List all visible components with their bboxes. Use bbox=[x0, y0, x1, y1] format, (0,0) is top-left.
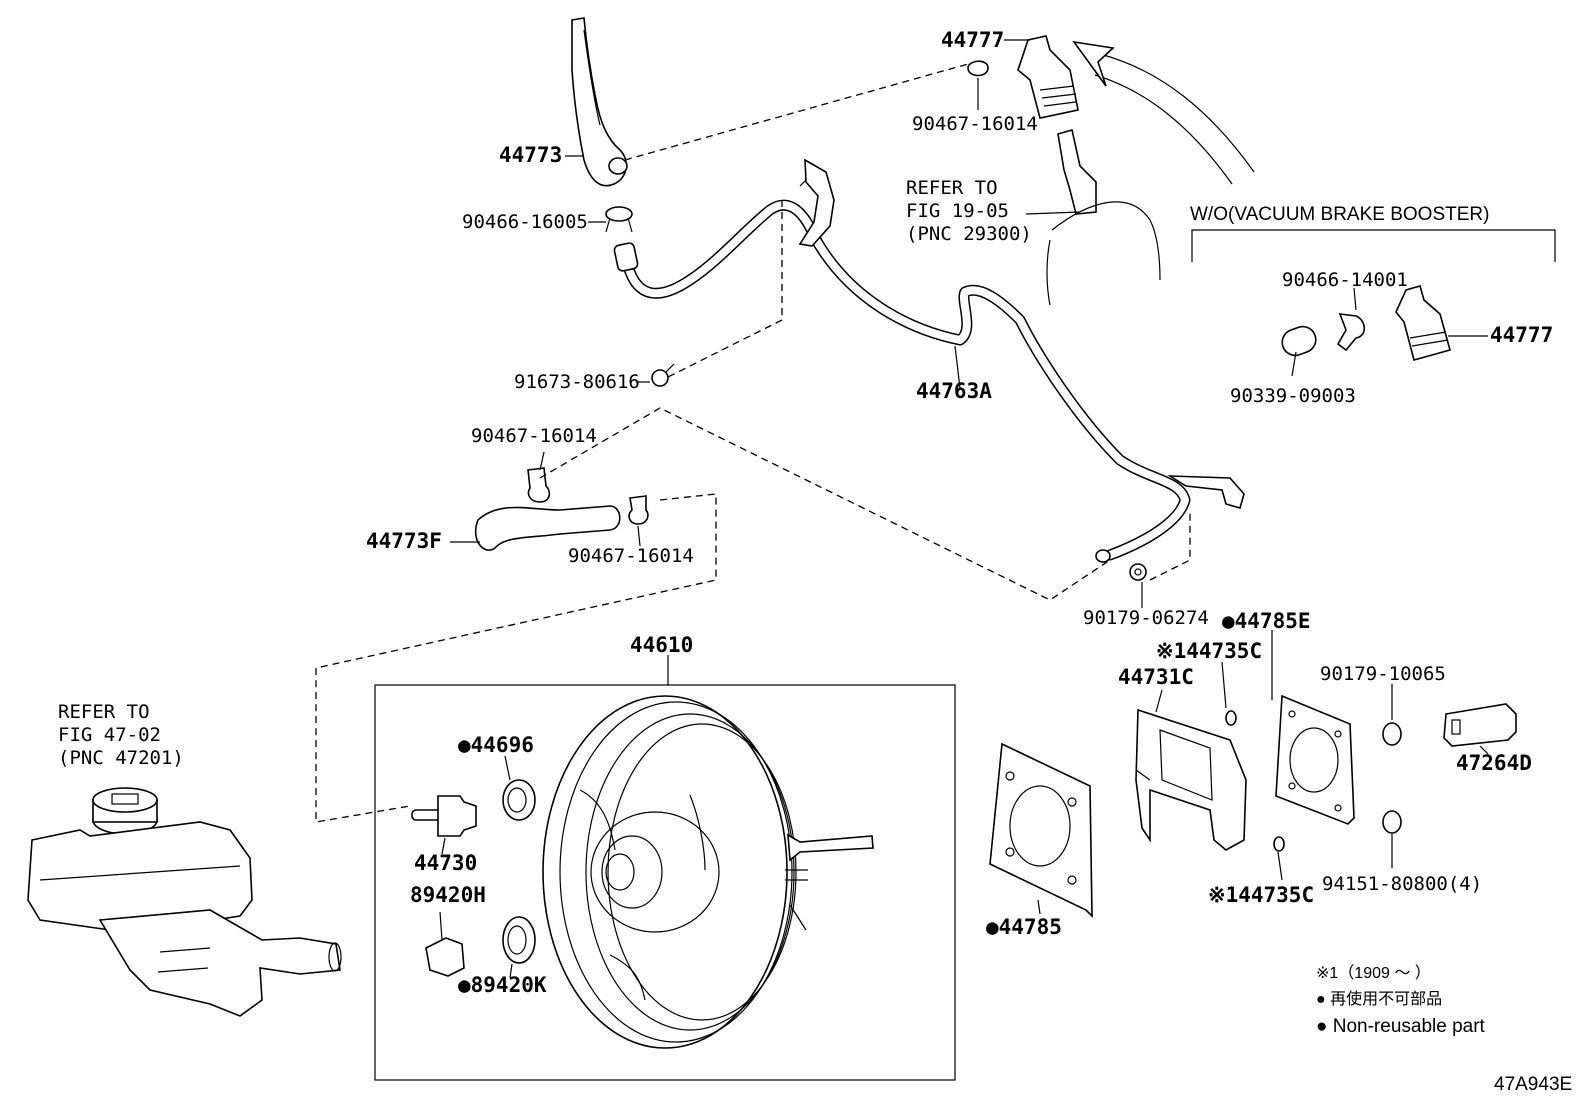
refer-left-line1: REFER TO bbox=[58, 701, 150, 723]
label-44610[interactable]: 44610 bbox=[630, 633, 693, 657]
label-44735C-top[interactable]: ※144735C bbox=[1156, 639, 1262, 663]
hose-90339-09003[interactable] bbox=[1279, 323, 1320, 359]
label-44773F[interactable]: 44773F bbox=[366, 529, 442, 553]
pipe-44763A[interactable] bbox=[613, 199, 1191, 563]
clamp-90467-16014-low[interactable] bbox=[628, 495, 649, 525]
legend: ※1（1909 ～ ） ● 再使用不可部品 ● Non-reusable par… bbox=[1316, 964, 1486, 1037]
dashed-connectors bbox=[315, 63, 1191, 823]
label-44785[interactable]: ●44785 bbox=[986, 915, 1062, 939]
master-cylinder-reservoir bbox=[27, 787, 342, 1017]
nut-90179-10065[interactable] bbox=[1382, 722, 1402, 746]
label-44735C-bottom[interactable]: ※144735C bbox=[1208, 883, 1314, 907]
part-labels: 44777 90467-16014 44773 90466-16005 9167… bbox=[58, 28, 1553, 997]
label-91673-80616[interactable]: 91673-80616 bbox=[514, 371, 640, 393]
nut-90179-06274[interactable] bbox=[1129, 563, 1147, 581]
label-47264D[interactable]: 47264D bbox=[1456, 751, 1532, 775]
variant-header: W/O(VACUUM BRAKE BOOSTER) bbox=[1190, 204, 1489, 225]
direction-arrow bbox=[1072, 40, 1255, 185]
hose-44773[interactable] bbox=[571, 17, 628, 187]
legend-en: ● Non-reusable part bbox=[1316, 1016, 1486, 1037]
clamp-90467-16014-mid[interactable] bbox=[527, 467, 551, 503]
label-44773[interactable]: 44773 bbox=[499, 143, 562, 167]
refer-left-line3: (PNC 47201) bbox=[58, 747, 184, 769]
gasket-44785E[interactable] bbox=[1275, 694, 1355, 825]
bracket-lower bbox=[1167, 475, 1245, 509]
nut-94151-80800[interactable] bbox=[1382, 810, 1402, 834]
label-90467-16014-low[interactable]: 90467-16014 bbox=[568, 545, 694, 567]
label-44731C[interactable]: 44731C bbox=[1118, 665, 1194, 689]
clamp-90466-14001[interactable] bbox=[1336, 313, 1366, 352]
label-90339-09003[interactable]: 90339-09003 bbox=[1230, 385, 1356, 407]
refer-top-line1: REFER TO bbox=[906, 177, 998, 199]
grommet-89420K[interactable] bbox=[502, 916, 536, 964]
clevis-47264D[interactable] bbox=[1443, 703, 1517, 747]
variant-box bbox=[1191, 229, 1556, 361]
leader-lines bbox=[439, 39, 1489, 979]
grommet-44696[interactable] bbox=[502, 779, 536, 821]
label-44763A[interactable]: 44763A bbox=[916, 379, 992, 403]
label-90179-06274[interactable]: 90179-06274 bbox=[1083, 607, 1209, 629]
label-90466-14001[interactable]: 90466-14001 bbox=[1282, 269, 1408, 291]
check-valve-44777-top[interactable] bbox=[967, 35, 1079, 119]
sensor-89420H[interactable] bbox=[425, 937, 465, 977]
label-44777-right[interactable]: 44777 bbox=[1490, 323, 1553, 347]
spacer-44731C[interactable] bbox=[1135, 708, 1247, 851]
hose-44773F[interactable] bbox=[474, 467, 649, 551]
label-94151-80800[interactable]: 94151-80800(4) bbox=[1322, 873, 1482, 895]
label-90467-16014-top[interactable]: 90467-16014 bbox=[912, 113, 1038, 135]
label-90179-10065[interactable]: 90179-10065 bbox=[1320, 663, 1446, 685]
figure-code: 47A943E bbox=[1494, 1074, 1572, 1095]
clip-91673-80616[interactable] bbox=[651, 363, 675, 387]
refer-top-line2[interactable]: FIG 19-05 bbox=[906, 200, 1009, 222]
label-44777-top[interactable]: 44777 bbox=[941, 28, 1004, 52]
legend-jp: ● 再使用不可部品 bbox=[1316, 990, 1442, 1008]
gasket-44785[interactable] bbox=[989, 742, 1093, 918]
label-44730[interactable]: 44730 bbox=[414, 851, 477, 875]
washer-44735C-top[interactable] bbox=[1225, 710, 1237, 726]
label-90467-16014-mid[interactable]: 90467-16014 bbox=[471, 425, 597, 447]
label-44785E[interactable]: ●44785E bbox=[1222, 609, 1311, 633]
brake-booster-44610[interactable] bbox=[542, 695, 874, 1049]
check-valve-44730[interactable] bbox=[411, 795, 477, 837]
label-89420K[interactable]: ●89420K bbox=[458, 973, 547, 997]
refer-left-line2[interactable]: FIG 47-02 bbox=[58, 724, 161, 746]
bracket-upper bbox=[798, 158, 835, 247]
washer-44735C-bottom[interactable] bbox=[1273, 836, 1285, 852]
clamp-90466-16005[interactable] bbox=[605, 206, 633, 233]
booster-group-box bbox=[374, 684, 956, 1081]
check-valve-44777-right[interactable] bbox=[1395, 285, 1451, 361]
label-90466-16005[interactable]: 90466-16005 bbox=[462, 211, 588, 233]
label-44696[interactable]: ●44696 bbox=[458, 733, 534, 757]
legend-note1: ※1（1909 ～ ） bbox=[1316, 964, 1431, 982]
refer-top-line3: (PNC 29300) bbox=[906, 223, 1032, 245]
vacuum-pump-nozzle bbox=[1046, 128, 1161, 306]
label-89420H[interactable]: 89420H bbox=[410, 883, 486, 907]
